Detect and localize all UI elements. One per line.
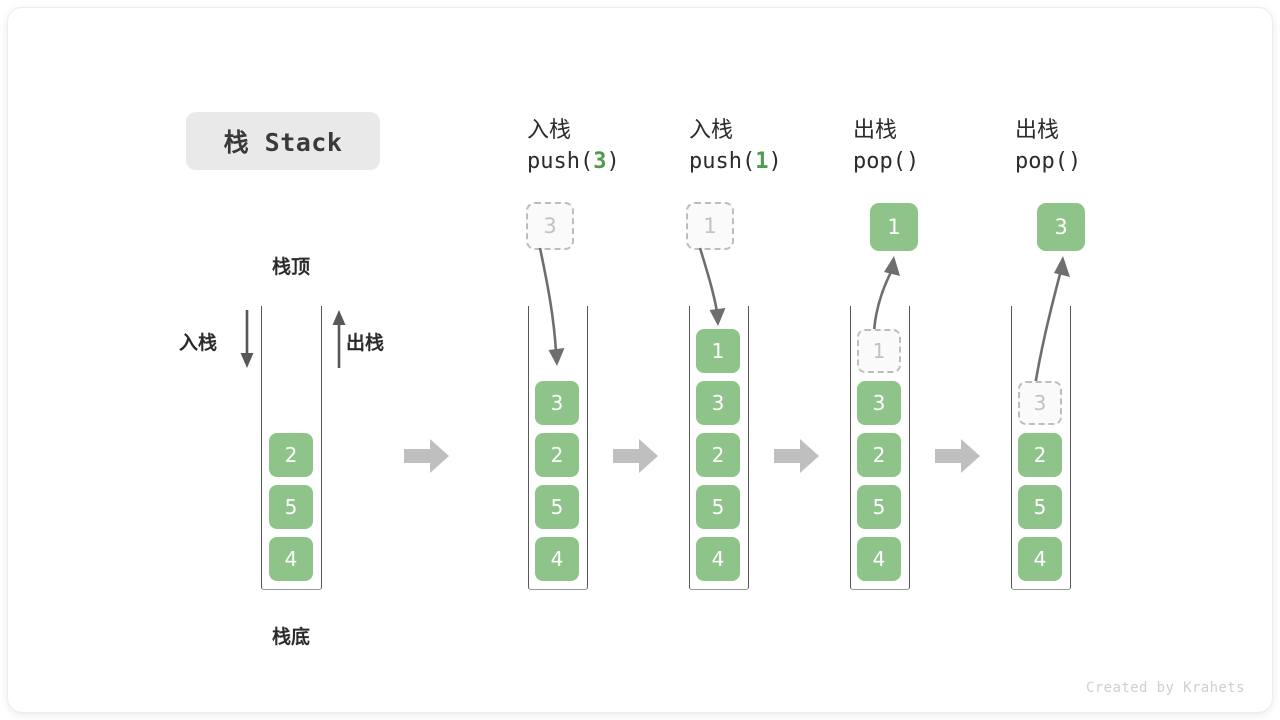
code-suffix: ) <box>1067 149 1082 175</box>
stack-top-label: 栈顶 <box>271 256 310 278</box>
stack-cell: 5 <box>269 485 313 529</box>
code-arg: 1 <box>755 149 769 175</box>
stack-cell: 4 <box>1018 537 1062 581</box>
removed-slot-ghost: 1 <box>857 329 901 373</box>
stage-header-code: pop() <box>853 146 919 177</box>
popped-value: 1 <box>870 203 918 251</box>
code-prefix: pop( <box>1015 149 1068 175</box>
stage-header-cn: 出栈 <box>853 118 898 143</box>
stack-cell: 3 <box>535 381 579 425</box>
stack-cell: 5 <box>535 485 579 529</box>
stack-cell: 1 <box>696 329 740 373</box>
watermark-text: Created by Krahets <box>1086 680 1245 696</box>
floating-value-ghost: 1 <box>686 202 734 250</box>
stack-container-push-3 <box>528 306 588 590</box>
stack-cell: 4 <box>857 537 901 581</box>
stack-cell: 2 <box>696 433 740 477</box>
stack-cell: 4 <box>535 537 579 581</box>
push-direction-arrow-icon <box>240 310 254 368</box>
stage-header-pop-3: 出栈 pop() <box>1015 115 1081 177</box>
stack-container-pop-1 <box>850 306 910 590</box>
stage-connector-arrow-icon <box>774 439 819 473</box>
code-prefix: pop( <box>853 149 906 175</box>
code-prefix: push( <box>527 149 594 175</box>
title-badge: 栈 Stack <box>186 112 380 170</box>
stack-cell: 2 <box>535 433 579 477</box>
stack-cell: 3 <box>696 381 740 425</box>
title-text: 栈 Stack <box>223 128 343 157</box>
stack-cell: 2 <box>857 433 901 477</box>
pop-direction-label: 出栈 <box>346 332 385 354</box>
stage-connector-arrow-icon <box>404 439 449 473</box>
stage-header-cn: 入栈 <box>527 118 572 143</box>
stack-container-pop-3 <box>1011 306 1071 590</box>
code-suffix: ) <box>768 149 782 175</box>
floating-value-ghost: 3 <box>526 202 574 250</box>
stack-container-push-1 <box>689 306 749 590</box>
pop-direction-arrow-icon <box>332 310 346 368</box>
removed-slot-ghost: 3 <box>1018 381 1062 425</box>
stage-header-code: push(1) <box>689 146 782 177</box>
stage-header-code: push(3) <box>527 146 620 177</box>
stage-header-push-1: 入栈 push(1) <box>689 115 782 177</box>
push-motion-arrow-icon <box>538 247 565 366</box>
stack-cell: 4 <box>696 537 740 581</box>
popped-value: 3 <box>1037 203 1085 251</box>
stage-connector-arrow-icon <box>613 439 658 473</box>
stack-cell: 5 <box>857 485 901 529</box>
stage-header-pop-1: 出栈 pop() <box>853 115 919 177</box>
code-prefix: push( <box>689 149 756 175</box>
diagram-canvas: 栈 Stack 栈顶 栈底 入栈 出栈 2 5 4 入栈 push(3) 3 3… <box>8 8 1272 712</box>
stack-cell: 5 <box>696 485 740 529</box>
push-motion-arrow-icon <box>698 247 726 326</box>
code-suffix: ) <box>606 149 620 175</box>
code-arg: 3 <box>593 149 607 175</box>
stage-header-push-3: 入栈 push(3) <box>527 115 620 177</box>
stack-cell: 3 <box>857 381 901 425</box>
stack-cell: 5 <box>1018 485 1062 529</box>
stage-header-cn: 出栈 <box>1015 118 1060 143</box>
code-suffix: ) <box>905 149 920 175</box>
stack-cell: 2 <box>1018 433 1062 477</box>
stack-bottom-label: 栈底 <box>271 626 310 648</box>
stage-connector-arrow-icon <box>935 439 980 473</box>
stack-container-initial <box>261 306 322 590</box>
stack-cell: 4 <box>269 537 313 581</box>
stack-cell: 2 <box>269 433 313 477</box>
stage-header-code: pop() <box>1015 146 1081 177</box>
stage-header-cn: 入栈 <box>689 118 734 143</box>
push-direction-label: 入栈 <box>179 332 218 354</box>
